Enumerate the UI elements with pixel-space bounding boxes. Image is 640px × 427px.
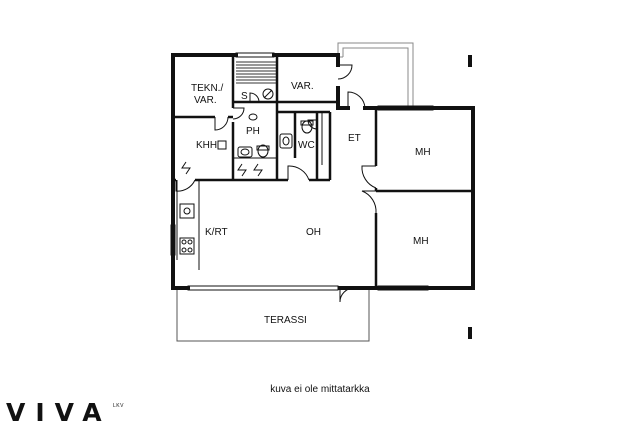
room-label-tekn-var-2: VAR. xyxy=(194,95,217,106)
room-label-oh: OH xyxy=(306,227,321,238)
sauna-bench xyxy=(236,61,276,84)
room-label-et: ET xyxy=(348,133,361,144)
ph-sink-icon xyxy=(237,146,253,158)
interior-walls xyxy=(173,55,473,288)
scale-disclaimer: kuva ei ole mittatarkka xyxy=(270,384,370,395)
room-labels: TEKN./ VAR. S VAR. PH WC KHH ET MH MH K/… xyxy=(191,81,431,326)
fixtures xyxy=(179,88,314,255)
room-label-khh: KHH xyxy=(196,140,217,151)
room-label-terassi: TERASSI xyxy=(264,315,307,326)
room-label-s: S xyxy=(241,91,248,102)
room-label-wc: WC xyxy=(298,140,315,151)
edge-marks xyxy=(468,55,472,339)
wc-sink-icon xyxy=(279,133,293,149)
closet-lines xyxy=(176,112,323,270)
room-label-var: VAR. xyxy=(291,81,314,92)
kitchen-sink-icon xyxy=(179,203,195,219)
room-label-tekn-var: TEKN./ xyxy=(191,83,223,94)
room-label-ph: PH xyxy=(246,126,260,137)
room-label-mh-1: MH xyxy=(415,147,431,158)
wc-toilet-icon xyxy=(301,120,313,134)
terrace-outline xyxy=(176,286,370,342)
wiring-symbols xyxy=(181,161,263,177)
floor-drain-icon xyxy=(217,140,227,150)
viva-logo: VIVA xyxy=(6,398,112,427)
entry-canopy xyxy=(337,42,414,108)
door-swings xyxy=(175,64,377,303)
stove-icon xyxy=(179,237,195,255)
ph-toilet-icon xyxy=(257,144,269,158)
windows xyxy=(170,52,434,291)
room-label-krt: K/RT xyxy=(205,227,228,238)
shower-icon xyxy=(248,113,258,121)
outer-walls xyxy=(171,53,475,290)
room-label-mh-2: MH xyxy=(413,236,429,247)
viva-logo-sub: LKV xyxy=(113,403,124,409)
sauna-stove-icon xyxy=(262,88,274,100)
